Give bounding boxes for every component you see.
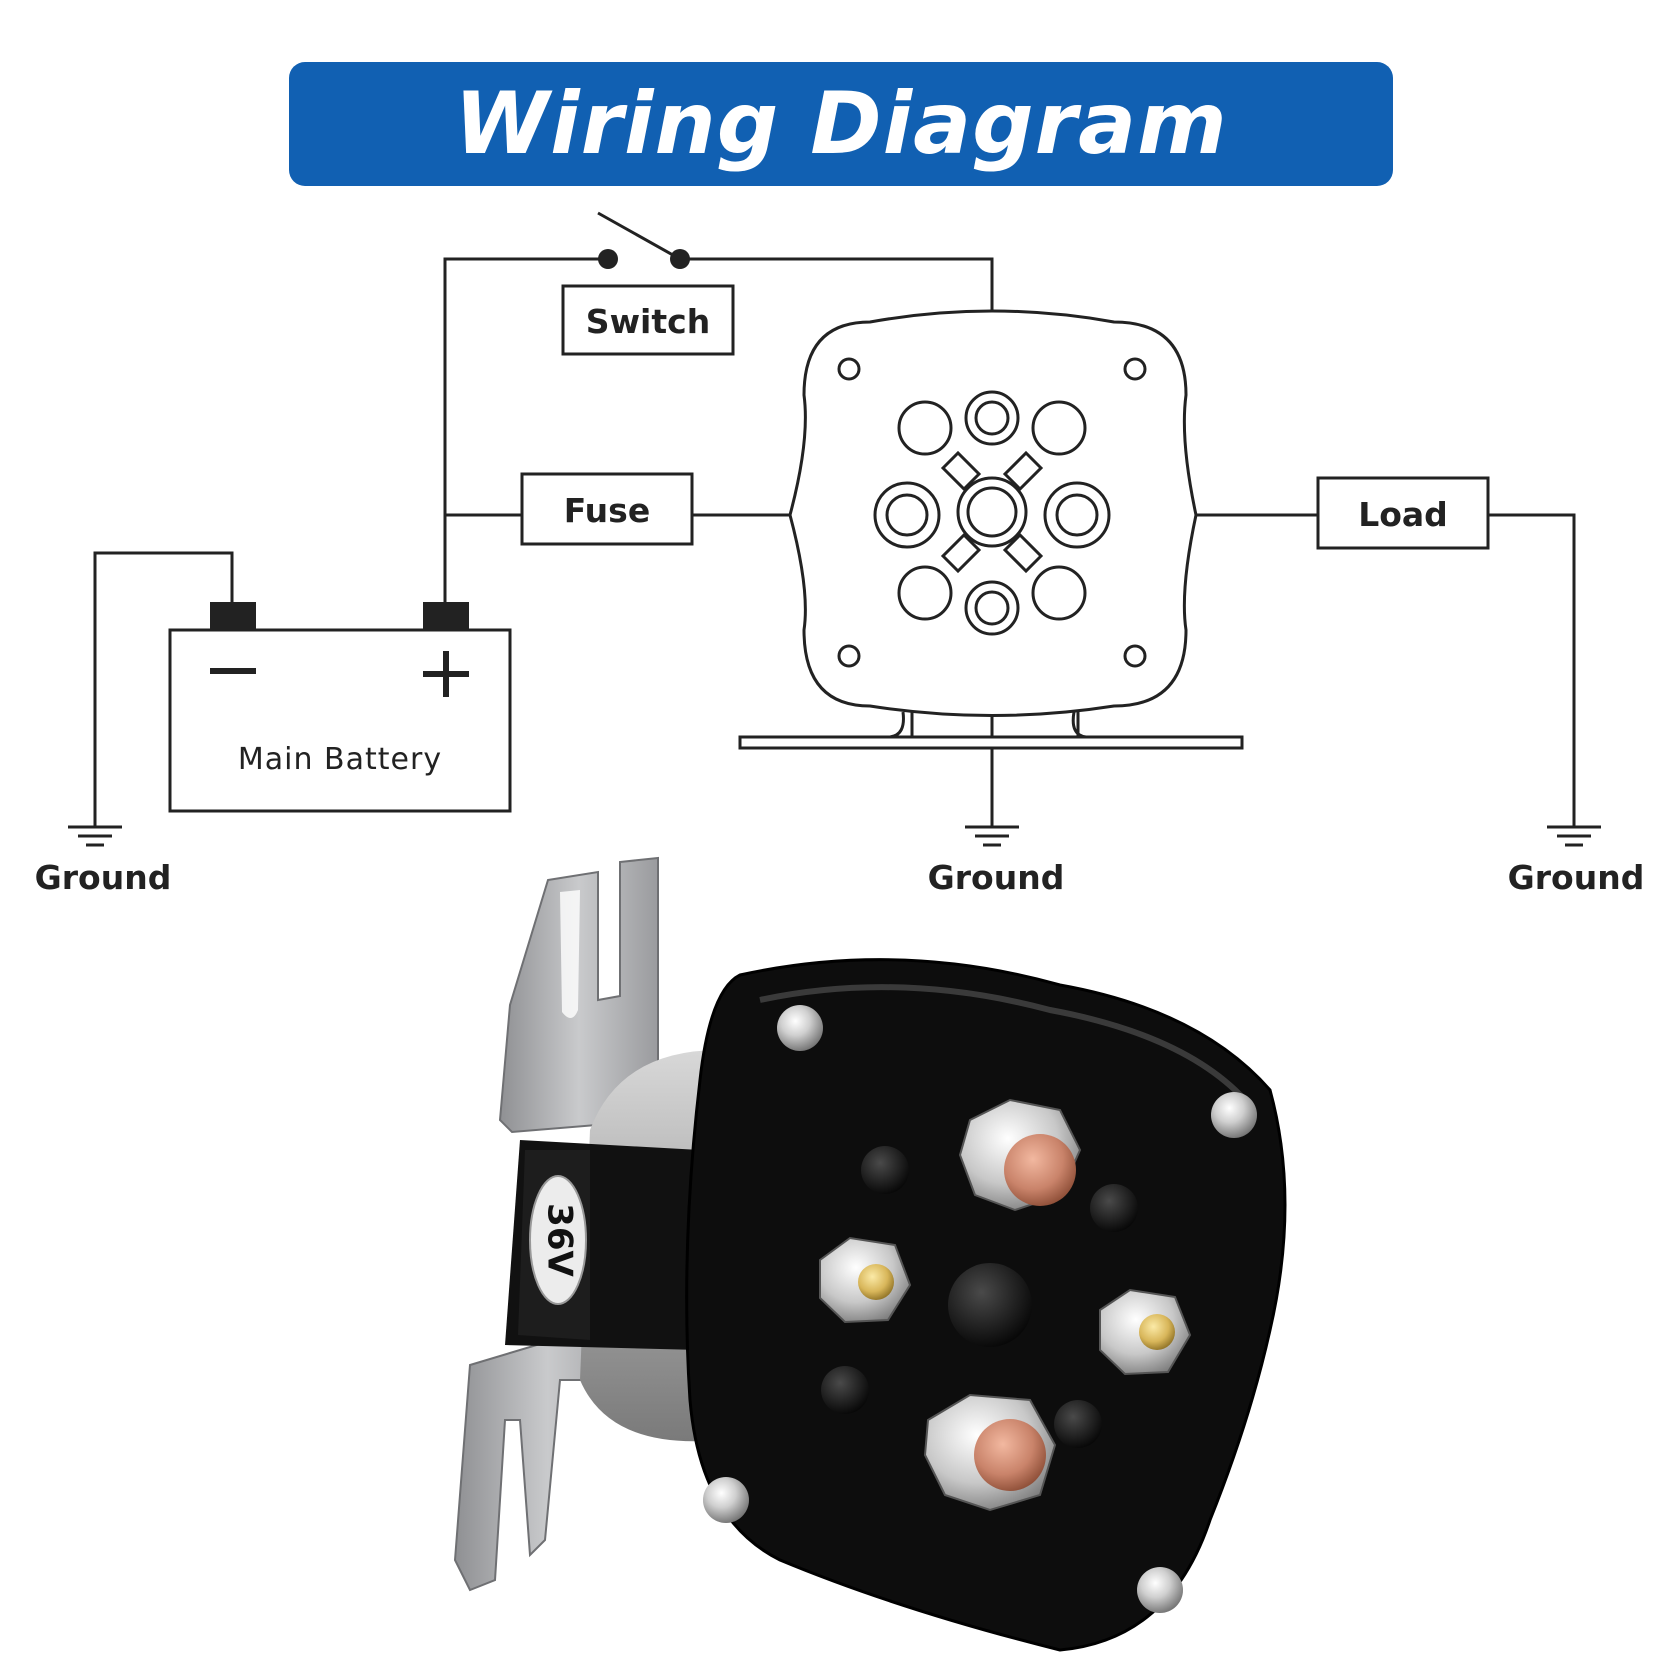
solenoid-base-bracket <box>738 735 1244 750</box>
rivet-top-left <box>777 1005 823 1051</box>
terminal-left-stud <box>858 1264 894 1300</box>
main-battery <box>168 580 512 813</box>
solenoid-product: 36V <box>453 856 1287 1652</box>
ground-label-left: Ground <box>35 858 172 897</box>
fuse-label: Fuse <box>564 491 650 530</box>
load-box <box>1316 476 1490 550</box>
ground-label-center: Ground <box>928 858 1065 897</box>
center-cap <box>948 1263 1032 1347</box>
rivet-bottom-left <box>703 1477 749 1523</box>
wire-battery-to-switch <box>443 257 608 580</box>
battery-positive-terminal <box>423 602 469 630</box>
fuse-box <box>520 472 694 546</box>
voltage-marking: 36V <box>540 1203 580 1277</box>
terminal-bottom-stud <box>974 1419 1046 1491</box>
rivet-top-right <box>1211 1092 1257 1138</box>
ground-symbol-center <box>965 825 1019 847</box>
switch-box <box>561 284 735 356</box>
ground-label-right: Ground <box>1508 858 1645 897</box>
ground-symbol-right <box>1547 825 1601 847</box>
ground-symbol-left <box>68 825 122 847</box>
solenoid-outline <box>738 309 1244 750</box>
battery-negative-terminal <box>210 602 256 630</box>
terminal-right-stud <box>1139 1314 1175 1350</box>
switch-symbol <box>597 211 690 269</box>
voltage-label-plate <box>529 1175 587 1305</box>
load-label: Load <box>1358 495 1448 534</box>
battery-label: Main Battery <box>238 742 442 777</box>
wire-negative-to-ground <box>93 551 234 826</box>
top-mounting-bracket <box>498 856 659 1134</box>
terminal-top-stud <box>1004 1134 1076 1206</box>
title-banner: Wiring Diagram <box>289 62 1393 186</box>
wire-load-to-ground <box>1488 513 1576 826</box>
diagram-title: Wiring Diagram <box>454 74 1228 174</box>
switch-label: Switch <box>586 302 710 341</box>
rivet-bottom-right <box>1137 1567 1183 1613</box>
